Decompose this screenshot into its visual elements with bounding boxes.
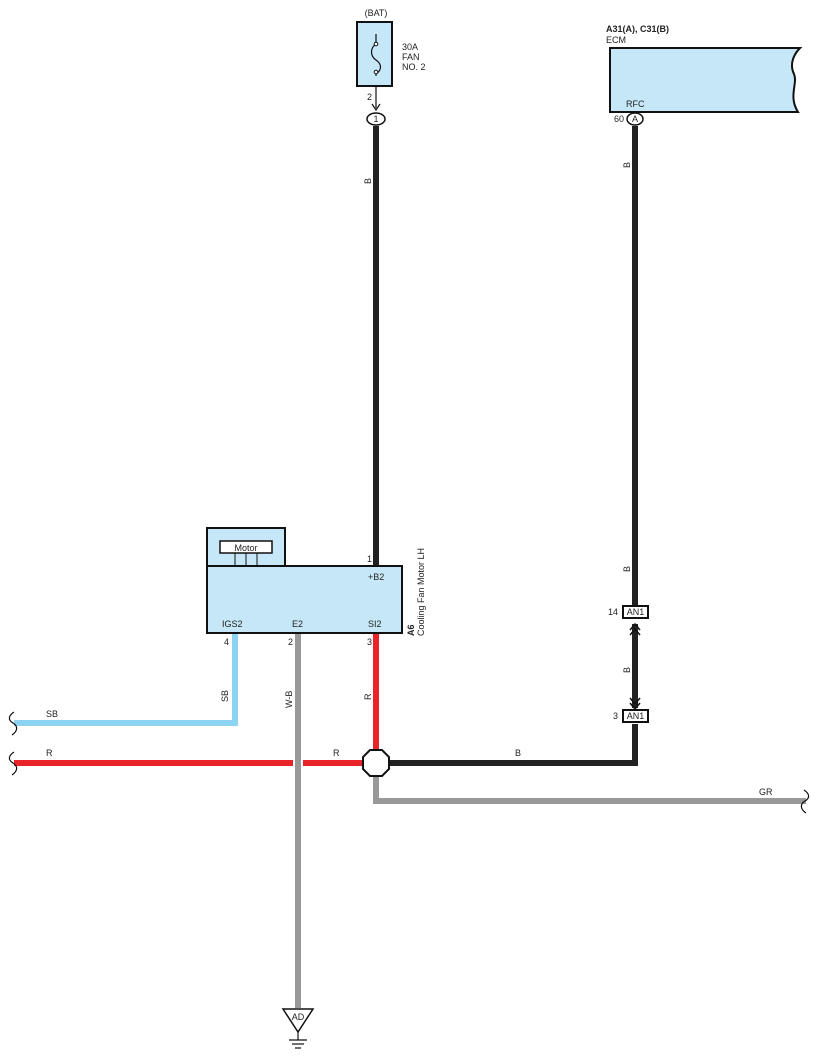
terminal-igs2-name: IGS2	[222, 619, 243, 629]
wire-label-an1-between: B	[622, 667, 632, 673]
wire-label-si2-vertical: R	[363, 693, 373, 700]
fuse-connector-pin: 1	[373, 114, 378, 124]
wire-label-ecm-lower: B	[622, 566, 632, 572]
wire-label-red-start: R	[46, 748, 53, 758]
terminal-igs2-pin: 4	[224, 637, 229, 647]
an1-bottom-label: AN1	[627, 711, 645, 721]
connector-an1-bottom[interactable]	[622, 709, 649, 723]
cooling-fan-motor[interactable]	[206, 527, 403, 634]
terminal-si2-name: SI2	[368, 619, 382, 629]
wire-label-igs2-vertical: SB	[220, 690, 230, 702]
fuse-name-line1: FAN	[402, 52, 420, 62]
terminal-b2-name: +B2	[368, 572, 384, 582]
ecm-name: ECM	[606, 35, 626, 45]
wire-igs2[interactable]	[14, 634, 238, 726]
terminal-e2-name: E2	[292, 619, 303, 629]
ecm-connector-letter: A	[632, 114, 638, 124]
terminal-si2-pin: 3	[367, 637, 372, 647]
wire-label-splice-an1: B	[515, 748, 521, 758]
wire-label-gray: GR	[759, 787, 773, 797]
fuse-fan-no2[interactable]	[356, 21, 393, 87]
break-red-left	[8, 751, 18, 776]
fuse-connector[interactable]	[366, 112, 386, 126]
ecm-connector-a[interactable]	[626, 112, 644, 126]
terminal-e2-pin: 2	[288, 637, 293, 647]
wire-label-igs2-left: SB	[46, 709, 58, 719]
ecm-box[interactable]	[609, 47, 803, 113]
ground-ad[interactable]	[281, 1008, 315, 1049]
fuse-rating: 30A	[402, 42, 418, 52]
ecm-terminal-rfc: RFC	[626, 99, 645, 109]
an1-top-label: AN1	[627, 607, 645, 617]
ecm-connectors: A31(A), C31(B)	[606, 24, 669, 34]
svg-text:A6: A6	[406, 624, 416, 636]
terminal-b2-pin: 1	[367, 554, 372, 564]
break-sb-left	[8, 711, 18, 736]
an1-bottom-pin: 3	[613, 711, 618, 721]
ecm-pin: 60	[614, 114, 624, 124]
connector-an1-top[interactable]	[622, 605, 649, 619]
motor-inner-label: Motor	[234, 543, 257, 553]
wire-label-ecm-upper: B	[622, 162, 632, 168]
wire-gray-gr[interactable]	[373, 775, 806, 804]
splice-junction[interactable]	[362, 749, 390, 777]
fan-motor-title: A6 Cooling Fan Motor LH	[406, 548, 426, 636]
fuse-name-line2: NO. 2	[402, 62, 426, 72]
wire-label-red-end: R	[333, 748, 340, 758]
an1-top-arrows	[629, 622, 641, 636]
svg-text:Cooling Fan Motor LH: Cooling Fan Motor LH	[416, 548, 426, 636]
wire-label-e2-ground: W-B	[284, 691, 294, 708]
ground-label: AD	[292, 1012, 305, 1022]
wire-label-fuse-motor: B	[363, 178, 373, 184]
fuse-arrow	[371, 103, 381, 112]
fuse-pin-out: 2	[367, 92, 372, 102]
fuse-supply-label: (BAT)	[365, 8, 388, 18]
break-gray-right	[800, 789, 810, 814]
an1-top-pin: 14	[608, 607, 618, 617]
wire-e2-ground[interactable]	[295, 634, 301, 1008]
